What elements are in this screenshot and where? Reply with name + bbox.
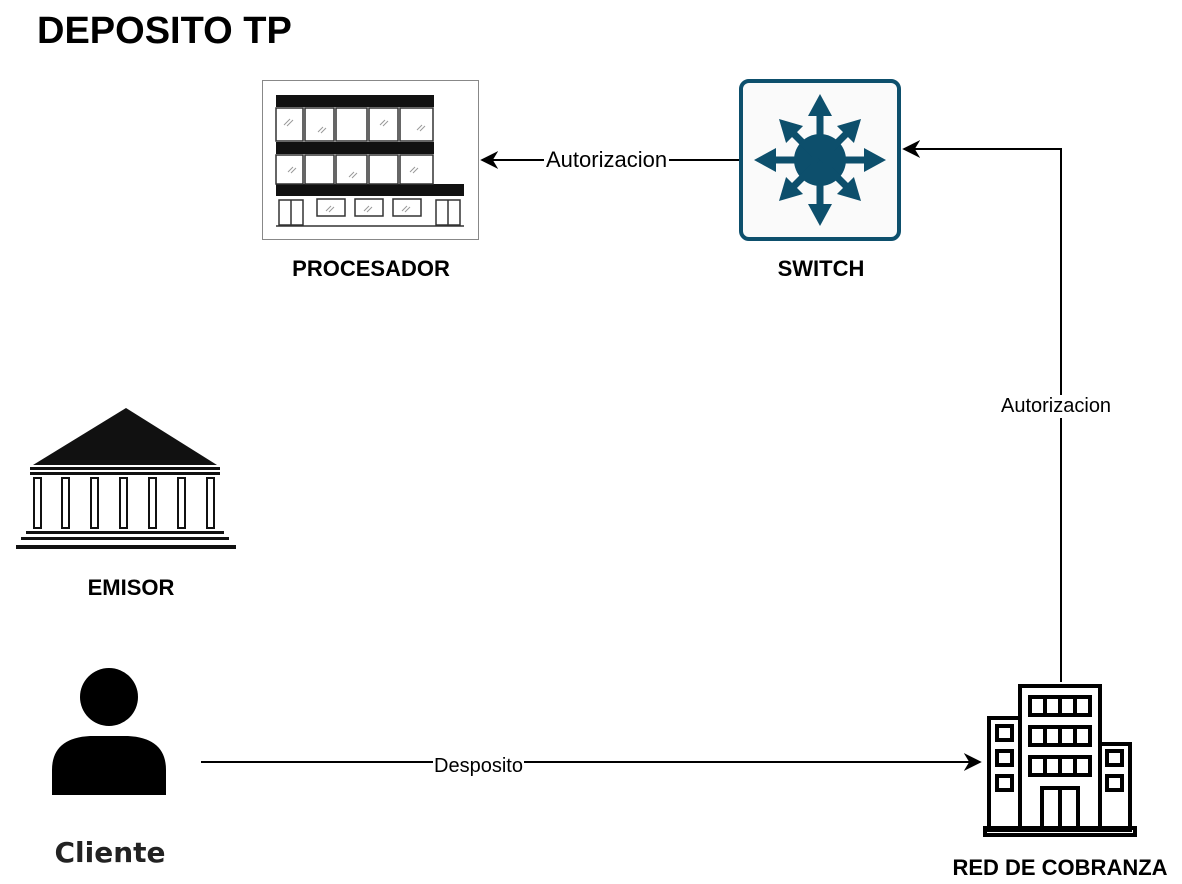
network-switch-icon [739, 79, 901, 241]
edge-label-deposito: Desposito [433, 755, 524, 778]
diagram-title: DEPOSITO TP [37, 10, 292, 52]
node-label-emisor: EMISOR [87, 575, 175, 600]
edge-label-autorizacion-vertical: Autorizacion [999, 395, 1114, 418]
person-icon [52, 668, 166, 795]
edge-label-autorizacion-horizontal: Autorizacion [544, 147, 670, 173]
node-label-red-cobranza: RED DE COBRANZA [952, 855, 1168, 880]
node-label-cliente: Cliente [54, 836, 166, 869]
edge-red-cobranza-to-switch [902, 140, 1062, 682]
node-label-switch: SWITCH [777, 256, 865, 281]
bank-icon [16, 408, 236, 549]
node-label-procesador: PROCESADOR [292, 256, 450, 281]
office-building-icon [262, 80, 479, 240]
company-building-icon [983, 684, 1137, 837]
